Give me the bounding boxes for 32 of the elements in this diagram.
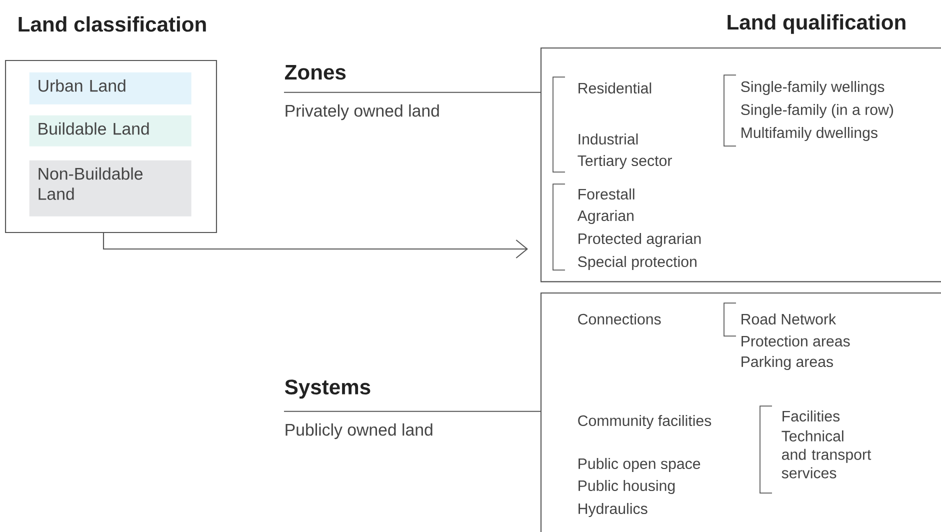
list-item: Special protection (578, 256, 696, 270)
list-item: Agrarian (577, 210, 634, 224)
category-box: Urban Land (29, 72, 192, 104)
list-item: Single-family (in a row) (741, 104, 894, 118)
list-item: Forestall (578, 188, 634, 200)
category-box: Buildable Land (29, 115, 192, 146)
list-item: Public open space (578, 458, 700, 472)
list-item: Facilities (782, 410, 840, 422)
list-item: Protected agrarian (578, 232, 701, 248)
section-subtitle: Privately owned land (286, 104, 439, 120)
section-heading: Zones (285, 64, 346, 80)
list-item: Parking areas (742, 356, 833, 370)
list-item: Residential (578, 82, 652, 94)
list-item: Protection areas (742, 335, 850, 347)
list-item: Industrial (578, 133, 638, 145)
list-item: Hydraulics (578, 502, 648, 518)
connector (284, 410, 541, 412)
column-heading: Land classification (18, 16, 206, 32)
connector (284, 92, 541, 93)
list-item: Public housing (578, 480, 675, 494)
list-item: Connections (578, 313, 661, 325)
list-item: Single-family wellings (741, 80, 884, 96)
category-box: Non-Buildable Land (29, 160, 192, 216)
arrow (102, 233, 528, 258)
section-heading: Systems (284, 380, 370, 399)
list-item: Road Network (742, 313, 836, 325)
list-item: Tertiary sector (578, 154, 672, 170)
list-item: Technical and transport services (782, 430, 872, 478)
list-item: Community facilities (578, 414, 712, 430)
list-item: Multifamily dwellings (742, 126, 878, 142)
section-subtitle: Publicly owned land (286, 423, 432, 440)
group-box (5, 60, 218, 234)
